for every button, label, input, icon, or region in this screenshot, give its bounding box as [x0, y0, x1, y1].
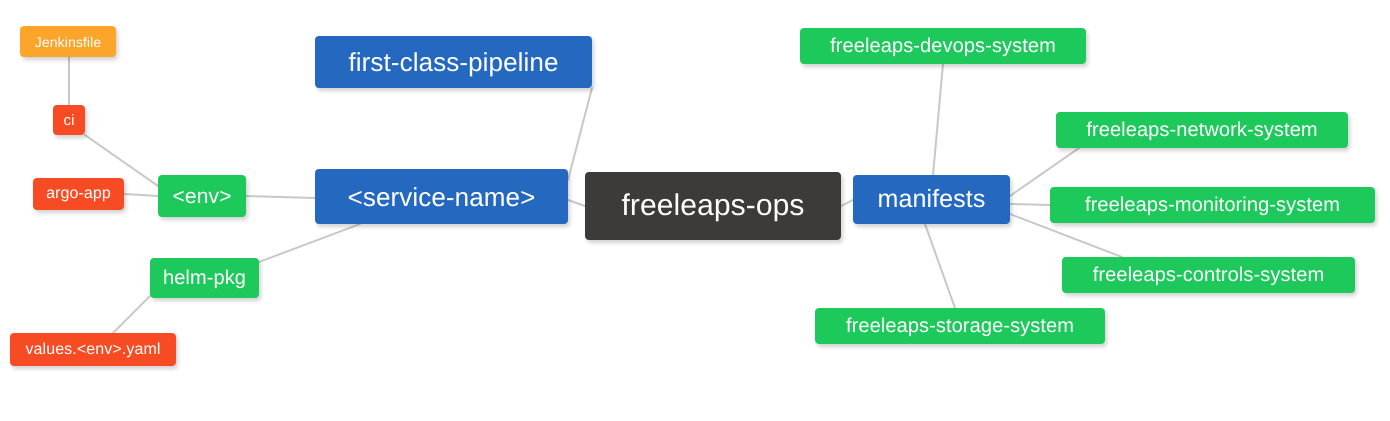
mindmap-node-helm-pkg[interactable]: helm-pkg [150, 258, 259, 298]
node-label: freeleaps-monitoring-system [1084, 194, 1340, 216]
mindmap-node-first-class-pipeline[interactable]: first-class-pipeline [315, 36, 592, 88]
mindmap-node-jenkinsfile[interactable]: Jenkinsfile [20, 26, 116, 57]
mindmap-node-freeleaps-ops[interactable]: freeleaps-ops [585, 172, 841, 240]
edge-manifests-to-freeleaps-storage-system [924, 223, 956, 309]
node-label: <service-name> [347, 181, 536, 212]
node-label: freeleaps-controls-system [1092, 264, 1325, 286]
mindmap-node-manifests[interactable]: manifests [853, 175, 1010, 224]
mindmap-node-freeleaps-devops-system[interactable]: freeleaps-devops-system [800, 28, 1086, 64]
node-label: Jenkinsfile [34, 33, 102, 50]
edge-service-name-to-helm-pkg [258, 223, 361, 263]
node-label: freeleaps-storage-system [845, 315, 1075, 337]
mindmap-node-argo-app[interactable]: argo-app [33, 178, 124, 210]
edge-service-name-to-first-class-pipeline [567, 87, 593, 181]
mindmap-node-freeleaps-storage-system[interactable]: freeleaps-storage-system [815, 308, 1105, 344]
mindmap-node-freeleaps-monitoring-system[interactable]: freeleaps-monitoring-system [1050, 187, 1375, 223]
mindmap-node-freeleaps-controls-system[interactable]: freeleaps-controls-system [1062, 257, 1355, 293]
edge-helm-pkg-to-values-env-yaml [112, 295, 151, 334]
edge-freeleaps-ops-to-manifests [840, 199, 854, 207]
node-label: freeleaps-devops-system [830, 35, 1056, 57]
node-label: argo-app [46, 185, 111, 202]
node-label: helm-pkg [162, 267, 247, 289]
mindmap-node-env[interactable]: <env> [158, 175, 246, 217]
edge-freeleaps-ops-to-service-name [567, 199, 586, 207]
mindmap-node-values-env-yaml[interactable]: values.<env>.yaml [10, 333, 176, 366]
node-label: manifests [877, 185, 986, 213]
mindmap-node-service-name[interactable]: <service-name> [315, 169, 568, 224]
mindmap-node-freeleaps-network-system[interactable]: freeleaps-network-system [1056, 112, 1348, 148]
edge-env-to-argo-app [123, 193, 159, 197]
node-label: freeleaps-ops [621, 189, 805, 222]
node-label: <env> [172, 184, 232, 208]
node-label: freeleaps-network-system [1086, 119, 1318, 141]
edge-manifests-to-freeleaps-devops-system [932, 63, 944, 176]
edge-manifests-to-freeleaps-monitoring-system [1009, 203, 1051, 206]
mindmap-node-ci[interactable]: ci [53, 105, 85, 135]
node-label: first-class-pipeline [348, 47, 559, 77]
edge-service-name-to-env [245, 195, 316, 199]
node-label: ci [63, 111, 75, 129]
node-label: values.<env>.yaml [25, 340, 161, 358]
